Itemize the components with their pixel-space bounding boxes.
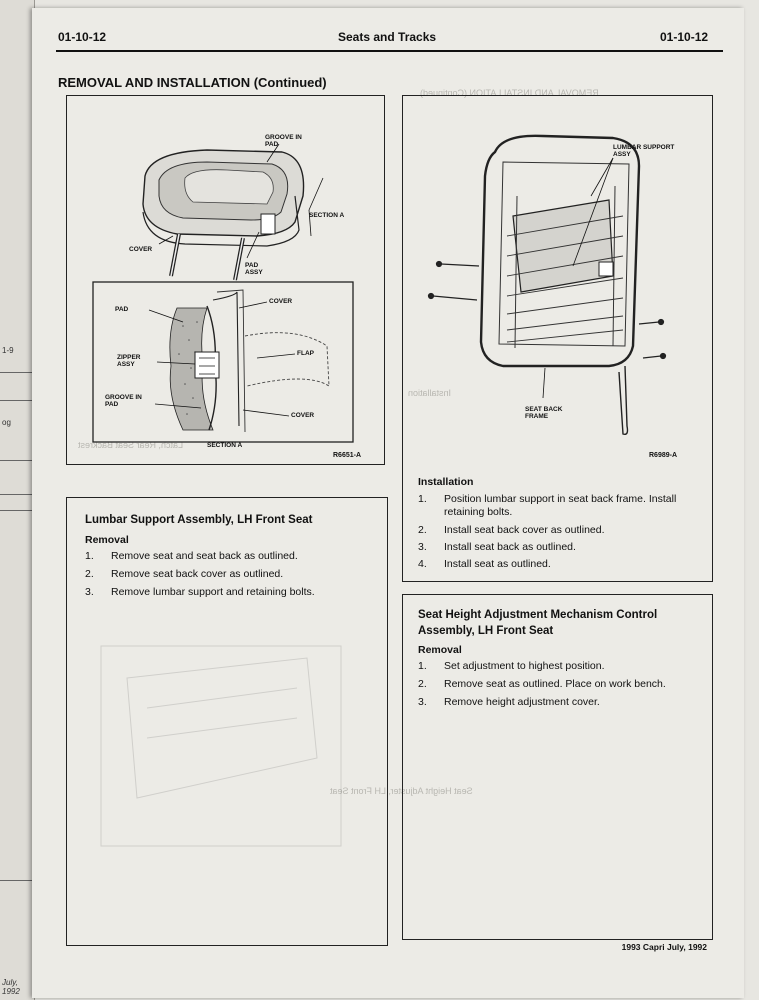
callout-cover: COVER: [129, 246, 153, 253]
height-adjust-removal-box: Seat Height Adjustment Mechanism Control…: [402, 594, 713, 940]
bleed-through-illustration: [100, 645, 342, 847]
installation-step: 2. Install seat back cover as outlined.: [418, 524, 605, 536]
callout-seat-back-frame: SEAT BACK FRAME: [525, 406, 563, 420]
installation-step: 4. Install seat as outlined.: [418, 558, 551, 570]
callout-section-a: SECTION A: [309, 212, 345, 219]
removal-heading: Removal: [85, 534, 129, 546]
figure-code: R6651-A: [333, 452, 362, 459]
removal-step: 3.Remove height adjustment cover.: [418, 696, 600, 708]
installation-step: 3. Install seat back as outlined.: [418, 541, 576, 553]
underlying-page-edge: 1-9 og July, 1992: [0, 0, 35, 1000]
procedure-title: Seat Height Adjustment Mechanism Control: [418, 609, 658, 621]
callout-pad: PAD: [115, 306, 129, 313]
procedure-title: Assembly, LH Front Seat: [418, 625, 554, 637]
page-footer: 1993 Capri July, 1992: [621, 942, 707, 952]
callout-groove-in-pad-inset: GROOVE IN PAD: [105, 394, 142, 408]
lumbar-removal-box: Lumbar Support Assembly, LH Front Seat R…: [66, 497, 388, 946]
installation-heading: Installation: [418, 476, 474, 488]
callout-section-a-label: SECTION A: [207, 442, 243, 449]
callout-flap: FLAP: [297, 350, 314, 357]
lumbar-illustration: [427, 134, 667, 436]
callout-cover-bottom: COVER: [291, 412, 315, 419]
edge-mark: og: [2, 418, 11, 427]
callout-pad-assy: PAD ASSY: [245, 262, 263, 276]
removal-step: 2.Remove seat as outlined. Place on work…: [418, 678, 666, 690]
edge-mark: July, 1992: [2, 978, 20, 996]
figure-code: R6989-A: [649, 452, 678, 459]
callout-cover-inset: COVER: [269, 298, 293, 305]
headrest-figure: GROOVE IN PAD SECTION A COVER PAD ASSY P…: [66, 95, 385, 465]
installation-step: 1. Position lumbar support in seat back …: [418, 493, 677, 518]
removal-heading: Removal: [418, 644, 462, 656]
removal-step: 1.Remove seat and seat back as outlined.: [85, 550, 298, 562]
section-title: REMOVAL AND INSTALLATION (Continued): [58, 75, 327, 90]
header-rule: [56, 50, 723, 52]
procedure-title: Lumbar Support Assembly, LH Front Seat: [85, 514, 313, 526]
callout-lumbar-support-assy: LUMBAR SUPPORT ASSY: [613, 144, 675, 158]
removal-step: 1.Set adjustment to highest position.: [418, 660, 605, 672]
page-code-right: 01-10-12: [660, 30, 709, 44]
removal-step: 3.Remove lumbar support and retaining bo…: [85, 586, 315, 598]
callout-groove-in-pad: GROOVE IN PAD: [265, 134, 302, 148]
page-code-left: 01-10-12: [58, 30, 107, 44]
removal-step: 2.Remove seat back cover as outlined.: [85, 568, 284, 580]
headrest-illustration: [92, 143, 354, 443]
lumbar-figure-box: LUMBAR SUPPORT ASSY SEAT BACK FRAME R698…: [402, 95, 713, 582]
callout-zipper-assy: ZIPPER ASSY: [117, 354, 141, 368]
edge-mark: 1-9: [2, 346, 14, 355]
page-header-title: Seats and Tracks: [338, 30, 437, 44]
